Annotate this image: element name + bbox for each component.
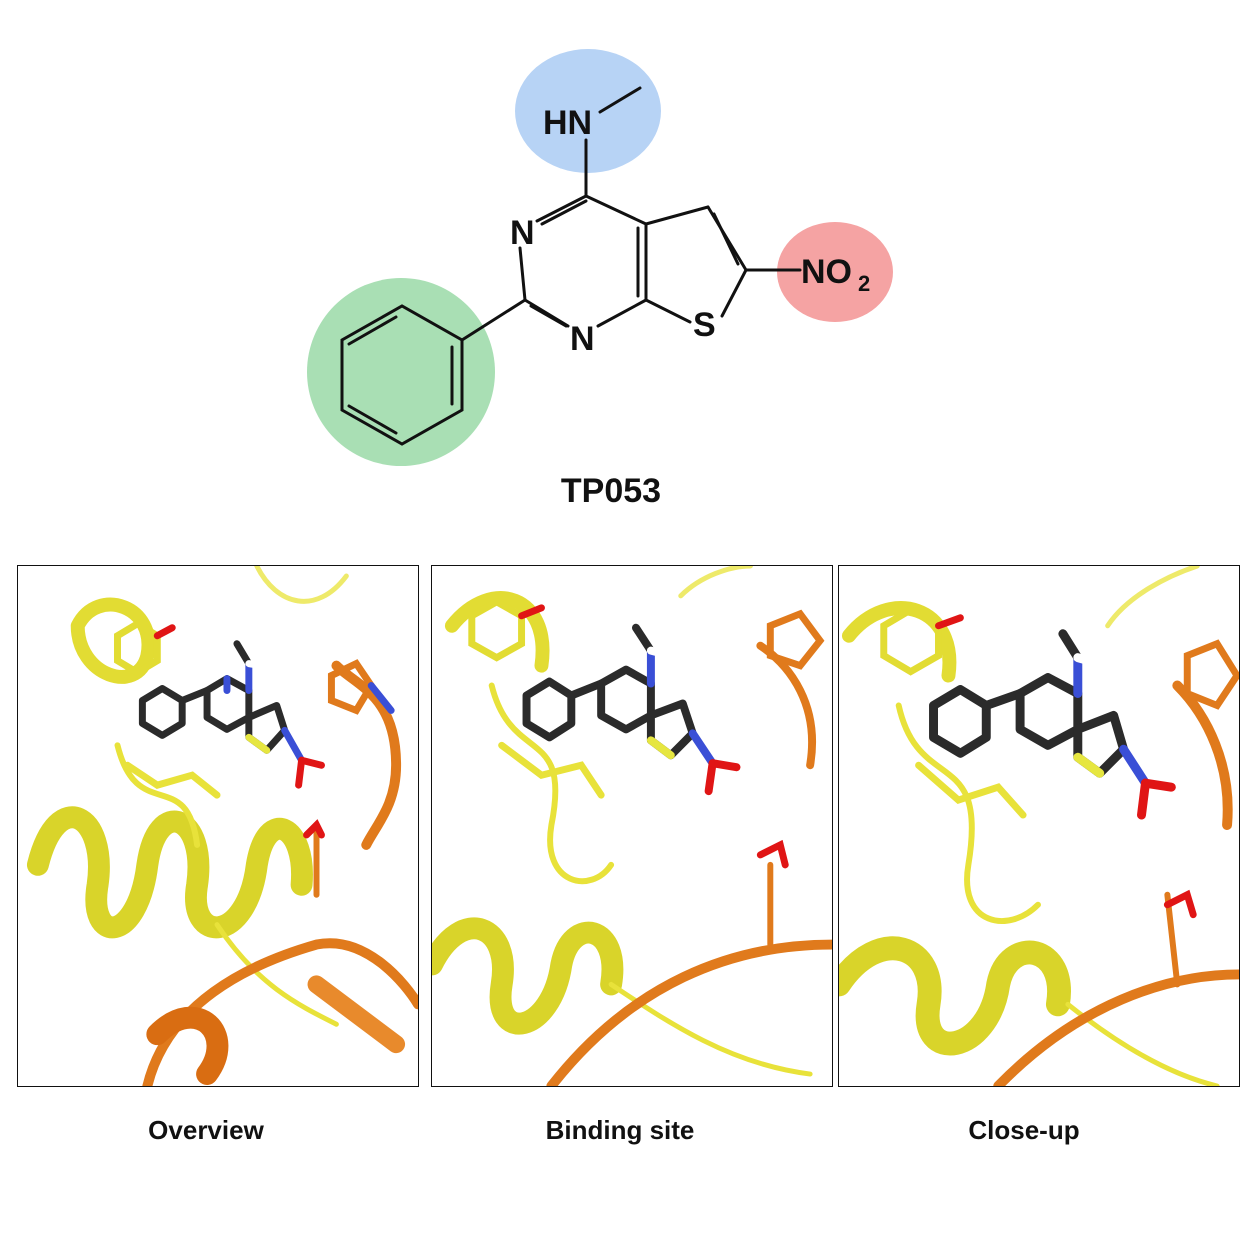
ligand-sticks [138, 640, 325, 789]
molecule-bonds [340, 86, 802, 446]
orange-protein-ribbon [142, 660, 418, 1086]
methylamino-highlight [515, 49, 661, 173]
residue-sticks [880, 605, 1239, 919]
yellow-protein-ribbon [26, 566, 349, 1027]
n1-label: N [570, 320, 595, 358]
binding-site-caption: Binding site [545, 1115, 695, 1145]
close-up-panel [838, 565, 1240, 1087]
nitro-label: NO [801, 253, 852, 291]
yellow-protein-ribbon [839, 566, 1220, 1086]
compound-name: TP053 [561, 472, 661, 510]
overview-panel [17, 565, 419, 1087]
binding-site-panel [431, 565, 833, 1087]
orange-protein-ribbon [546, 641, 832, 1086]
hn-label: HN [543, 104, 592, 142]
ligand-sticks [929, 629, 1176, 820]
sulfur-label: S [693, 306, 716, 344]
residue-sticks [468, 597, 825, 869]
ligand-sticks [522, 623, 741, 796]
n3-label: N [510, 214, 535, 252]
nitro-subscript: 2 [858, 271, 870, 296]
close-up-caption: Close-up [968, 1115, 1080, 1145]
residue-sticks [114, 619, 395, 839]
nitro-highlight [777, 222, 893, 322]
overview-caption: Overview [148, 1115, 264, 1145]
tp053-structure-diagram: HN N N S NO 2 TP053 [307, 49, 893, 510]
yellow-protein-ribbon [432, 566, 813, 1077]
